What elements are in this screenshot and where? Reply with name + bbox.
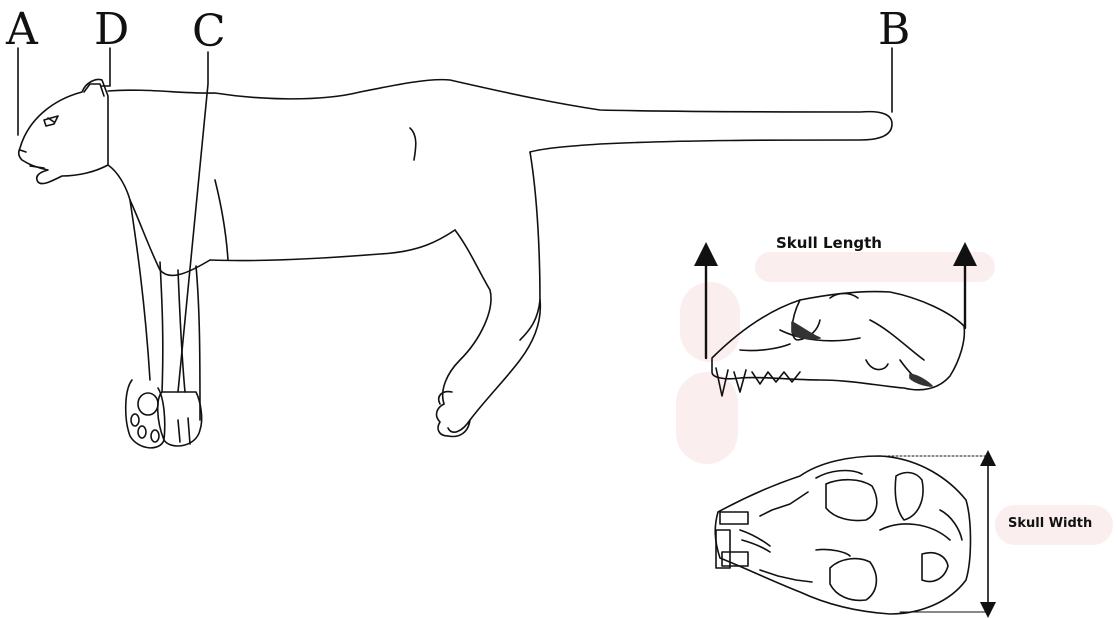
skull-width-label: Skull Width [1008, 516, 1092, 531]
marker-label-a: A [6, 8, 38, 52]
front-paws [126, 380, 202, 448]
skull-side-dark-mark-2 [910, 374, 932, 386]
marker-label-b: B [878, 8, 910, 52]
skull-top-view [715, 456, 970, 614]
marker-label-d: D [94, 8, 129, 52]
skull-length-label: Skull Length [776, 234, 882, 252]
marker-label-c: C [192, 10, 226, 54]
marker-line-c [178, 52, 208, 392]
